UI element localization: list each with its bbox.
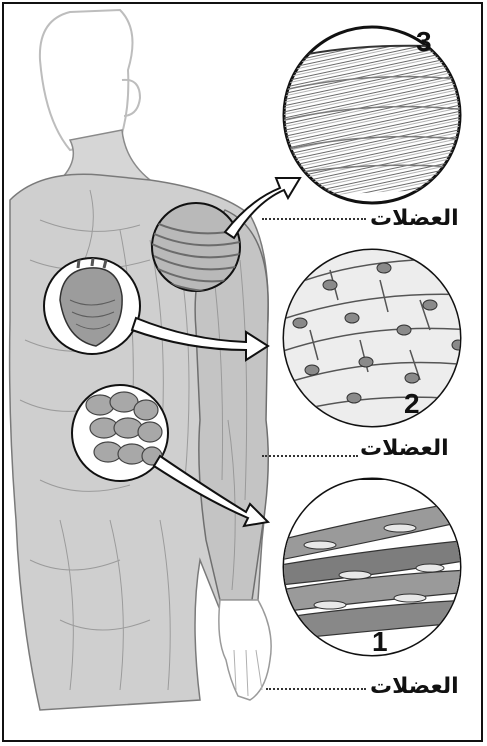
human-body-figure xyxy=(10,10,272,710)
leader-line-1 xyxy=(266,688,366,690)
label-muscles-3: العضلات xyxy=(370,206,459,231)
callout-number-2: 2 xyxy=(404,388,420,420)
skeletal-muscle-circle xyxy=(280,27,470,203)
label-muscles-1: العضلات xyxy=(370,674,459,699)
label-muscles-2: العضلات xyxy=(360,436,449,461)
cardiac-muscle-circle xyxy=(280,250,470,430)
leader-line-2 xyxy=(262,455,358,457)
leader-line-3 xyxy=(262,218,366,220)
callout-number-1: 1 xyxy=(372,626,388,658)
callout-number-3: 3 xyxy=(416,26,432,58)
